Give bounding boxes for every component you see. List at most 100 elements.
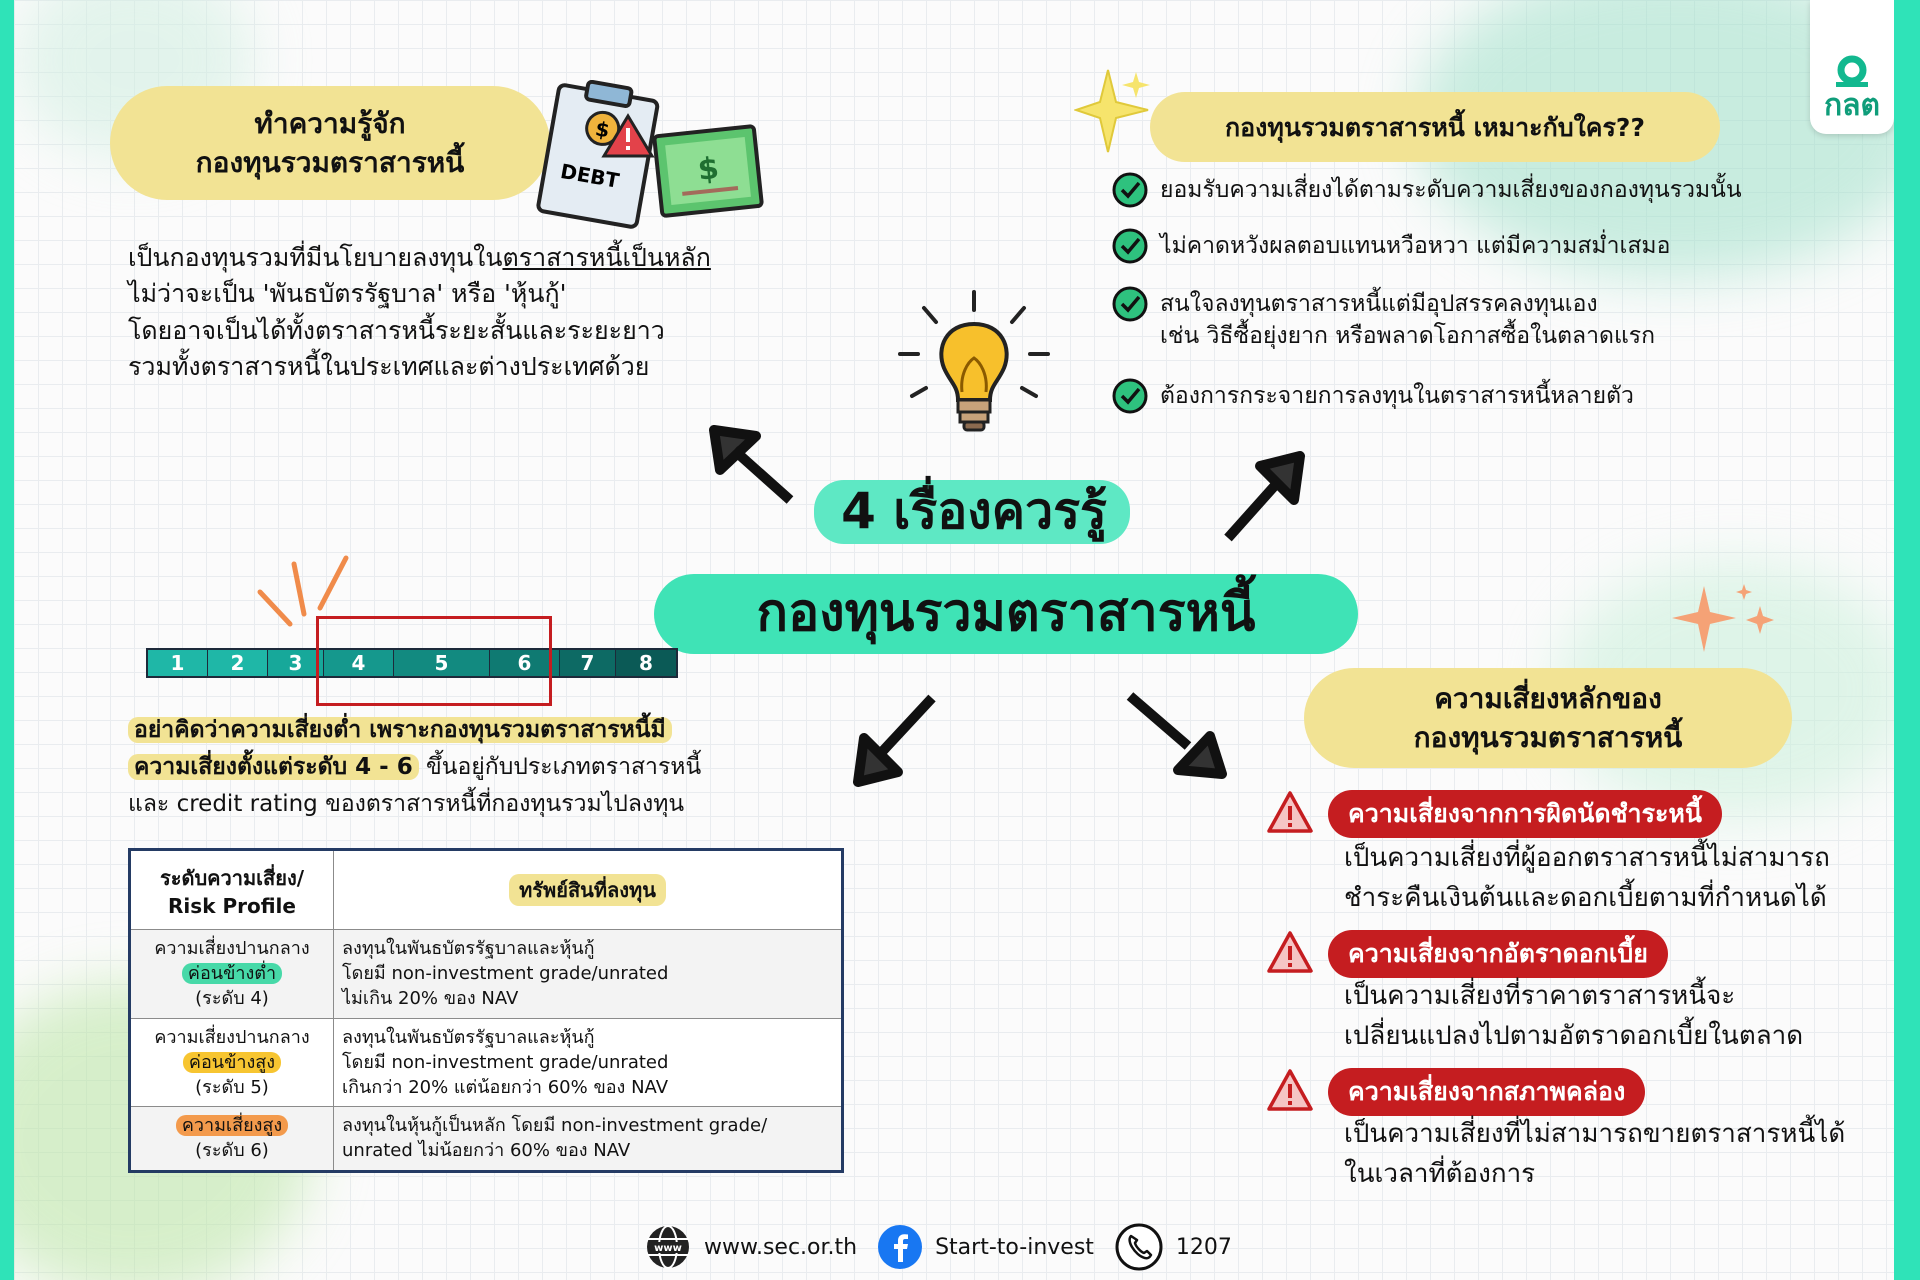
lightbulb-icon [898,290,1050,432]
intro-line-1-underline: ตราสารหนี้เป็นหลัก [502,243,711,272]
risk-highlight-box [316,616,552,706]
risk-level: 6 [490,650,560,676]
risk-note: อย่าคิดว่าความเสี่ยงต่ำ เพราะกองทุนรวมตร… [128,712,848,822]
asset-line2: โดยมี non-investment grade/unrated [342,963,669,985]
suitability-item: ไม่คาดหวังผลตอบแทนหวือหวา แต่มีความสม่ำเ… [1112,228,1670,264]
suitability-item-text: สนใจลงทุนตราสารหนี้แต่มีอุปสรรคลงทุนเอง [1160,291,1598,317]
risk-description-line2: เปลี่ยนแปลงไปตามอัตราดอกเบี้ยในตลาด [1344,1021,1804,1052]
intro-title-line1: ทำความรู้จัก [254,106,406,140]
risk-level-line3: (ระดับ 5) [195,1076,269,1098]
risk-note-line2-highlight: ความเสี่ยงตั้งแต่ระดับ 4 - 6 [128,753,419,780]
arrow-down-right-icon [1126,692,1227,779]
risk-level: 7 [560,650,616,676]
risk-level-cell: ความเสี่ยงสูง (ระดับ 6) [129,1106,334,1172]
suitability-item-text: ไม่คาดหวังผลตอบแทนหวือหวา แต่มีความสม่ำเ… [1160,233,1671,259]
asset-line3: เกินกว่า 20% แต่น้อยกว่า 60% ของ NAV [342,1076,669,1098]
risk-description: เป็นความเสี่ยงที่ราคาตราสารหนี้จะ เปลี่ย… [1344,976,1803,1057]
table-header-risk-line2: Risk Profile [168,894,296,918]
risk-level: 1 [148,650,208,676]
asset-cell: ลงทุนในพันธบัตรรัฐบาลและหุ้นกู้ โดยมี no… [333,929,843,1019]
risk-tag-default: ความเสี่ยงจากการผิดนัดชำระหนี้ [1328,790,1723,838]
table-header-assets-label: ทรัพย์สินที่ลงทุน [509,874,666,906]
risk-profile-table: ระดับความเสี่ยง/ Risk Profile ทรัพย์สินท… [128,848,844,1173]
globe-www-label: www [654,1243,682,1254]
main-risks-title-pill: ความเสี่ยงหลักของ กองทุนรวมตราสารหนี้ [1304,668,1792,768]
risk-level-cell: ความเสี่ยงปานกลาง ค่อนข้างสูง (ระดับ 5) [129,1017,334,1108]
suitability-item-text-cont: เช่น วิธีซื้อยุ่งยาก หรือพลาดโอกาสซื้อใน… [1160,323,1656,350]
risk-level-scale: 1 2 3 4 5 6 7 8 [146,648,678,678]
arrow-down-left-icon [853,694,936,787]
risk-note-line1: อย่าคิดว่าความเสี่ยงต่ำ เพราะกองทุนรวมตร… [128,717,672,743]
suitability-title-pill: กองทุนรวมตราสารหนี้ เหมาะกับใคร?? [1150,92,1720,162]
footer-contacts: www www.sec.or.th Start-to-invest 1207 [644,1222,1232,1272]
risk-level-line1: ความเสี่ยงปานกลาง [154,938,310,959]
risk-description-line1: เป็นความเสี่ยงที่ไม่สามารถขายตราสารหนี้ไ… [1344,1119,1846,1149]
warning-icon [1267,931,1313,973]
check-icon [1112,286,1148,322]
table-header-risk: ระดับความเสี่ยง/ Risk Profile [129,849,334,930]
risk-description-line2: ในเวลาที่ต้องการ [1344,1159,1536,1190]
asset-line2: โดยมี non-investment grade/unrated [342,1051,669,1073]
risk-description-line2: ชำระคืนเงินต้นและดอกเบี้ยตามที่กำหนดได้ [1344,883,1827,914]
suitability-item: สนใจลงทุนตราสารหนี้แต่มีอุปสรรคลงทุนเอง … [1112,286,1655,352]
risk-tag-interest: ความเสี่ยงจากอัตราดอกเบี้ย [1328,930,1668,978]
risk-note-line3: และ credit rating ของตราสารหนี้ที่กองทุน… [128,790,685,817]
center-title-line1: 4 เรื่องควรรู้ [841,482,1107,540]
intro-line-3: โดยอาจเป็นได้ทั้งตราสารหนี้ระยะสั้นและระ… [128,315,665,345]
sec-logo[interactable]: กลต [1810,0,1894,134]
risk-note-line2-rest: ขึ้นอยู่กับประเภทตราสารหนี้ [418,753,702,780]
intro-line-1: เป็นกองทุนรวมที่มีนโยบายลงทุนใน [128,243,503,272]
check-icon [1112,228,1148,264]
table-row: ความเสี่ยงสูง (ระดับ 6) ลงทุนในหุ้นกู้เป… [129,1106,843,1172]
website-link[interactable]: www.sec.or.th [704,1234,858,1260]
logo-mark-icon [1836,55,1868,87]
center-title-highlight-1 [814,480,1130,544]
intro-title-pill: ทำความรู้จัก กองทุนรวมตราสารหนี้ [110,86,550,200]
facebook-icon [878,1225,923,1269]
table-header-row: ระดับความเสี่ยง/ Risk Profile ทรัพย์สินท… [129,849,843,930]
risk-level: 2 [208,650,268,676]
suitability-item-text: ต้องการกระจายการลงทุนในตราสารหนี้หลายตัว [1160,383,1634,409]
suitability-title: กองทุนรวมตราสารหนี้ เหมาะกับใคร?? [1225,112,1645,142]
risk-level: 8 [616,650,676,676]
svg-text:$: $ [696,151,720,188]
risk-description: เป็นความเสี่ยงที่ไม่สามารถขายตราสารหนี้ไ… [1344,1114,1845,1195]
table-header-risk-line1: ระดับความเสี่ยง/ [159,866,305,890]
globe-icon: www [647,1225,689,1269]
asset-line2: unrated ไม่น้อยกว่า 60% ของ NAV [342,1140,631,1162]
intro-title-line2: กองทุนรวมตราสารหนี้ [195,146,465,179]
asset-line3: ไม่เกิน 20% ของ NAV [342,988,519,1010]
warning-icon [1267,1069,1313,1111]
warning-icon [1267,791,1313,833]
intro-line-2: ไม่ว่าจะเป็น 'พันธบัตรรัฐบาล' หรือ 'หุ้น… [128,279,567,309]
check-icon [1112,172,1148,208]
center-title-highlight-2 [654,574,1358,654]
suitability-item: ต้องการกระจายการลงทุนในตราสารหนี้หลายตัว [1112,378,1634,414]
risk-level-line2: ค่อนข้างต่ำ [181,963,283,985]
risk-level: 3 [268,650,324,676]
asset-cell: ลงทุนในพันธบัตรรัฐบาลและหุ้นกู้ โดยมี no… [333,1017,843,1108]
infographic-page: กลต ทำความรู้จัก กองทุนรวมตราสารหนี้ $ D… [14,0,1894,1280]
risk-level: 4 [324,650,394,676]
facebook-link[interactable]: Start-to-invest [935,1234,1094,1260]
suitability-item: ยอมรับความเสี่ยงได้ตามระดับความเสี่ยงของ… [1112,172,1742,208]
phone-link[interactable]: 1207 [1175,1234,1232,1260]
svg-text:$: $ [594,116,612,142]
asset-line1: ลงทุนในหุ้นกู้เป็นหลัก โดยมี non-investm… [342,1115,768,1137]
intro-description: เป็นกองทุนรวมที่มีนโยบายลงทุนในตราสารหนี… [128,240,848,385]
emphasis-lines-icon [257,555,349,627]
risk-level: 5 [394,650,490,676]
risk-description-line1: เป็นความเสี่ยงที่ราคาตราสารหนี้จะ [1344,981,1736,1011]
main-risks-title-line2: กองทุนรวมตราสารหนี้ [1413,721,1683,754]
center-title-line2: กองทุนรวมตราสารหนี้ [756,583,1256,643]
risk-level-line3: (ระดับ 4) [195,988,269,1010]
check-icon [1112,378,1148,414]
risk-level-line2: ความเสี่ยงสูง [175,1115,289,1137]
risk-level-line2: ค่อนข้างสูง [182,1051,282,1073]
asset-line1: ลงทุนในพันธบัตรรัฐบาลและหุ้นกู้ [342,1026,595,1048]
risk-description-line1: เป็นความเสี่ยงที่ผู้ออกตราสารหนี้ไม่สามา… [1344,843,1830,873]
arrow-up-right-icon [1224,451,1305,542]
table-row: ความเสี่ยงปานกลาง ค่อนข้างต่ำ (ระดับ 4) … [129,929,843,1019]
table-row: ความเสี่ยงปานกลาง ค่อนข้างสูง (ระดับ 5) … [129,1017,843,1108]
debt-document-icon: $ DEBT $ [536,80,764,229]
